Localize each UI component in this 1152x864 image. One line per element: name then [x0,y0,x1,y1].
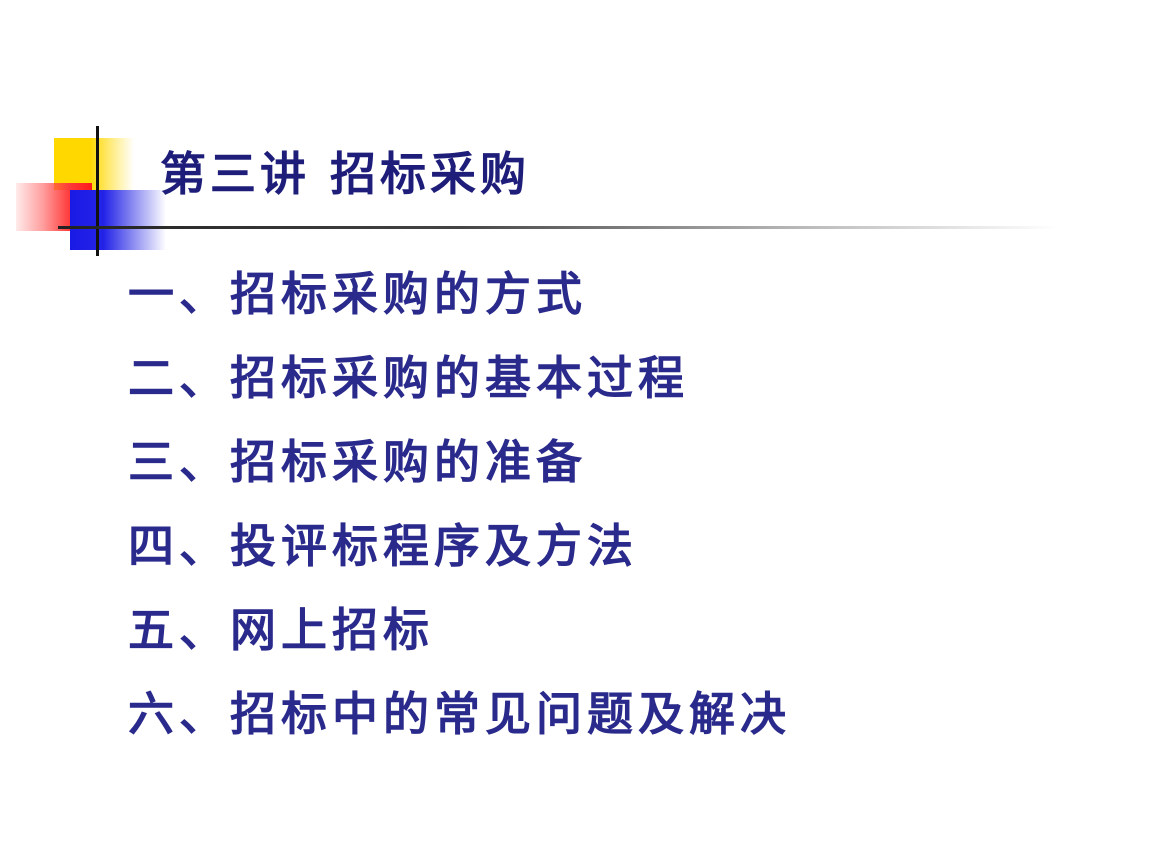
outline-item-4: 四、投评标程序及方法 [128,519,638,573]
title-underline [58,226,1058,229]
outline-item-6: 六、招标中的常见问题及解决 [128,687,791,741]
outline-list: 一、招标采购的方式 二、招标采购的基本过程 三、招标采购的准备 四、投评标程序及… [128,262,791,766]
vertical-divider-line [96,126,99,256]
slide-title: 第三讲 招标采购 [160,147,531,201]
yellow-square-decoration [54,138,134,190]
blue-square-decoration [70,190,166,250]
outline-item-1: 一、招标采购的方式 [128,267,587,321]
outline-item-2: 二、招标采购的基本过程 [128,351,689,405]
outline-item-5: 五、网上招标 [128,603,434,657]
outline-item-3: 三、招标采购的准备 [128,435,587,489]
